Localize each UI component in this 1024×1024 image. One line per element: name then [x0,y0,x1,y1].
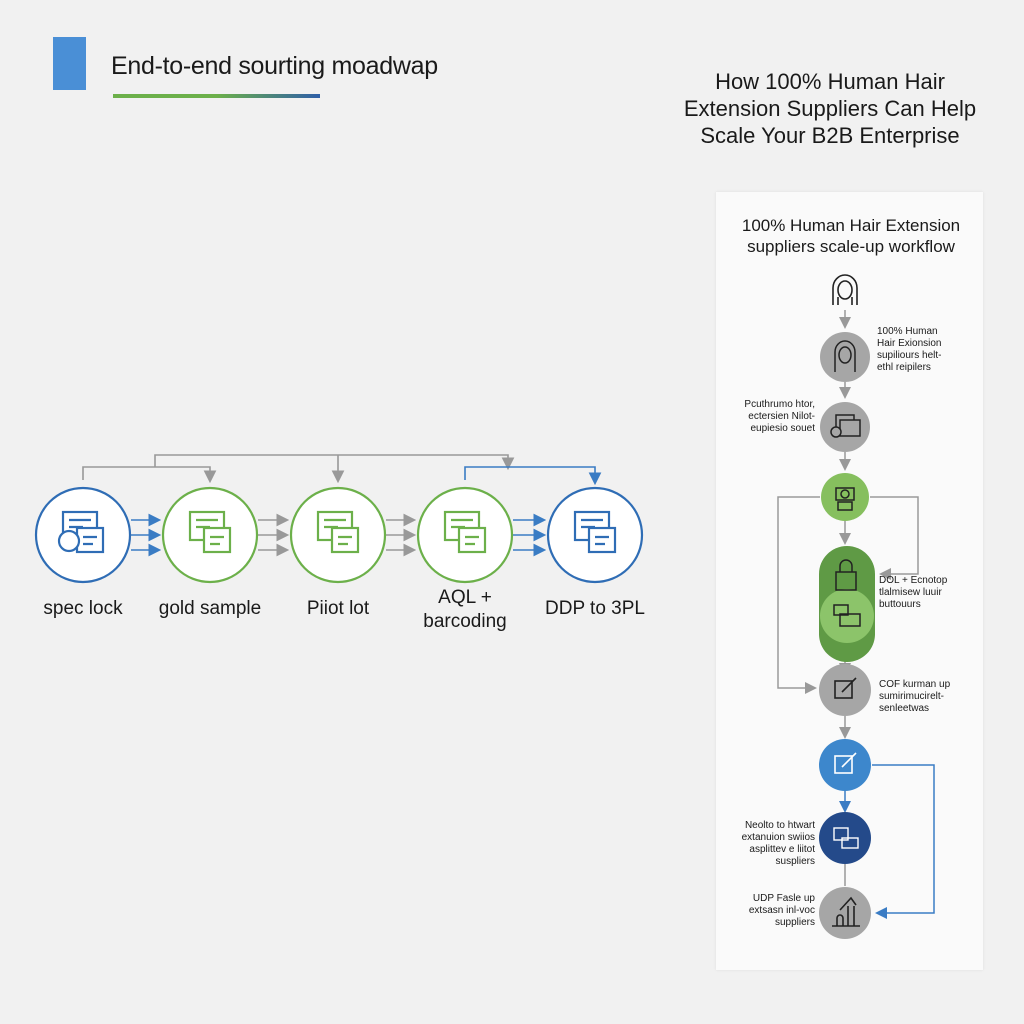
workflow-node-label: DOL + Ecnotop [879,575,948,586]
workflow-node [820,402,870,452]
title-underline [113,94,320,98]
workflow-node-label: suppliers [775,917,815,928]
workflow-node [819,739,871,791]
roadmap-connectors [82,454,602,557]
roadmap-step: AQL + barcoding [416,486,514,632]
hair-sample-icon [188,510,232,554]
workflow-node-label: Hair Exionsion [877,338,941,349]
stacked-documents-icon [316,510,360,554]
step-label: AQL + [438,587,492,608]
workflow-node-label: tlalmisew luuir [879,587,942,598]
document-search-lock-icon [57,510,105,554]
step-label: Piiot lot [307,598,370,619]
workflow-node-label: buttouurs [879,599,921,610]
workflow-node-label: senleetwas [879,703,929,714]
accent-bar [53,37,86,90]
step-label: DDP to 3PL [545,598,645,619]
step-label: gold sample [159,598,261,619]
roadmap-step: spec lock [34,486,132,619]
roadmap-step: Piiot lot [289,486,387,619]
roadmap-step: gold sample [159,486,261,619]
workflow-node [819,887,871,939]
workflow-node [819,664,871,716]
main-title: How 100% Human Hair Extension Suppliers … [660,68,1000,149]
workflow-node-label: ectersien Nilot- [748,411,815,422]
workflow-node-label: 100% Human [877,326,938,337]
workflow-node-label: asplittev e liitot [749,844,815,855]
main-title-line: Extension Suppliers Can Help [683,96,977,121]
main-title-line: How 100% Human Hair [715,69,945,94]
step-label: spec lock [43,598,123,619]
step-label: barcoding [423,611,506,632]
workflow-node [821,473,869,521]
workflow-title: 100% Human Hair Extension suppliers scal… [716,215,986,257]
woman-portrait-icon [832,274,858,305]
workflow-node-label: sumirimucirelt- [879,691,944,702]
workflow-node-label: suspliers [776,856,815,867]
workflow-node-label: ethl reipilers [877,362,931,373]
roadmap-step: DDP to 3PL [545,486,645,619]
shipping-boards-icon [573,510,617,554]
workflow-title-line: suppliers scale-up workflow [747,237,955,256]
workflow-node-label: extsasn inl-voc [749,905,815,916]
workflow-node-label: eupiesio souet [751,423,816,434]
edit-document-icon [443,510,487,554]
workflow-node [820,332,870,382]
workflow-node-pill [819,546,875,662]
workflow-title-line: 100% Human Hair Extension [741,216,961,235]
workflow-node-label: Pcuthrumo htor, [744,399,815,410]
workflow-node-label: UDP Fasle up [753,893,816,904]
workflow-node-label: extanuion swiios [742,832,815,843]
workflow-connectors [777,310,935,919]
workflow-node [819,812,871,864]
workflow-node-label: supiliours helt- [877,350,941,361]
workflow-node-label: COF kurman up [879,679,951,690]
main-title-line: Scale Your B2B Enterprise [700,123,960,148]
workflow-node-label: Neolto to htwart [745,820,815,831]
roadmap-title: End-to-end sourting moadwap [111,52,438,80]
